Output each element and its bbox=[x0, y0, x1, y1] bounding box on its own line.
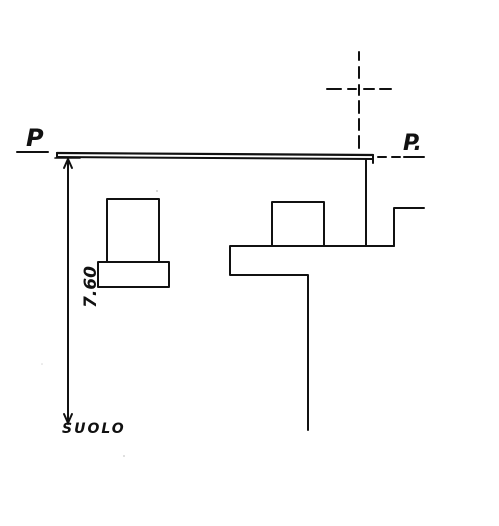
plane-label-right: P. bbox=[377, 131, 425, 158]
axis-cross-marker bbox=[326, 51, 392, 149]
window-right bbox=[271, 201, 325, 246]
height-dimension-text: 7.60 bbox=[81, 266, 101, 308]
svg-text:P: P bbox=[26, 124, 44, 152]
plane-label-left: P bbox=[16, 124, 49, 153]
window-left bbox=[97, 198, 170, 288]
speck bbox=[41, 363, 43, 365]
svg-text:P.: P. bbox=[403, 131, 422, 156]
height-dimension: 7.60 bbox=[54, 157, 101, 425]
speck bbox=[123, 455, 125, 457]
parapet-step bbox=[393, 207, 425, 247]
speck bbox=[156, 190, 158, 192]
balcony-slab bbox=[229, 245, 395, 431]
roof-slab bbox=[55, 151, 375, 164]
ground-label: SUOLO bbox=[62, 421, 126, 437]
